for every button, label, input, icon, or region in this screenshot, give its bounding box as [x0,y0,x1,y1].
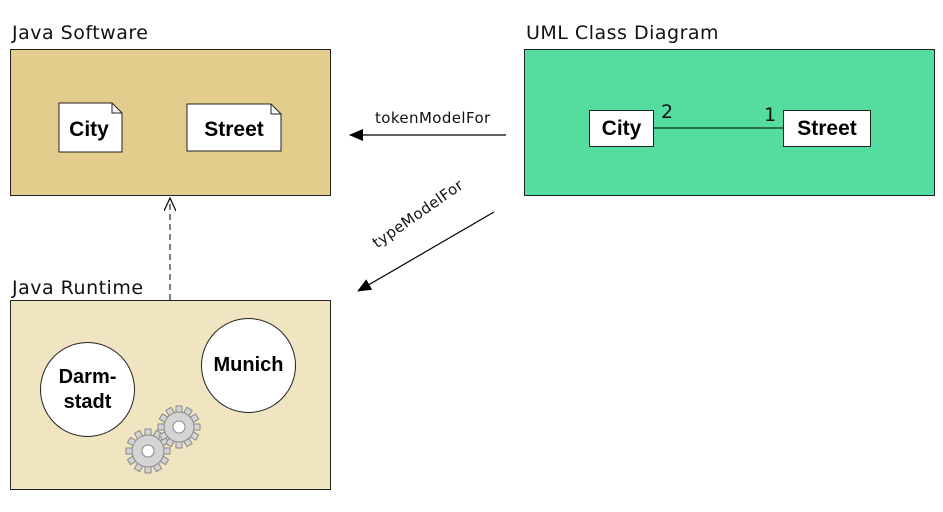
multiplicity-city-end: 2 [661,101,674,123]
token-model-label: tokenModelFor [375,109,491,127]
uml-diagram-title: UML Class Diagram [526,22,720,44]
multiplicity-street-end: 1 [764,104,777,126]
city-file-icon: City [58,102,123,153]
street-file-label: Street [204,118,264,141]
city-file-label: City [69,118,109,141]
street-file-icon: Street [186,103,282,152]
java-runtime-title: Java Runtime [12,277,144,299]
darmstadt-label-line1: Darm- [58,365,117,388]
java-software-title: Java Software [12,22,149,44]
object-munich: Munich [201,318,296,413]
type-model-arrow [357,211,495,292]
uml-class-city: City [589,110,654,147]
darmstadt-label-line2: stadt [63,390,112,413]
object-darmstadt: Darm- stadt [40,342,135,437]
uml-class-street: Street [783,110,871,147]
